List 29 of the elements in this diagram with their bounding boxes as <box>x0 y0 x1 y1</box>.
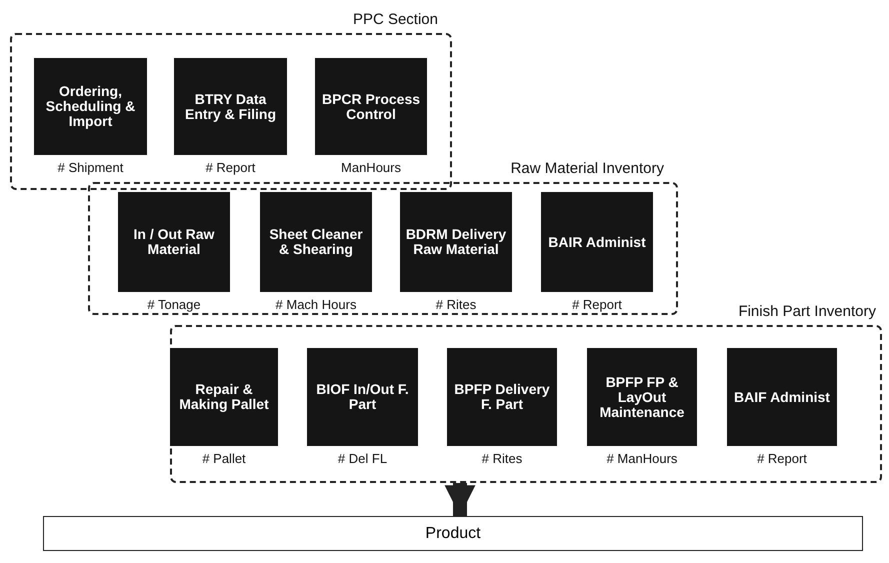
metric-caption: # Tonage <box>146 297 202 312</box>
metric-caption: # Rites <box>480 451 524 466</box>
metric-caption: # ManHours <box>606 451 678 466</box>
process-box: BDRM Delivery Raw Material <box>400 192 512 292</box>
process-box: Repair & Making Pallet <box>170 348 278 446</box>
metric-caption: # Pallet <box>201 451 247 466</box>
metric-caption: # Shipment <box>56 160 124 175</box>
process-box: BIOF In/Out F. Part <box>307 348 418 446</box>
metric-caption: # Report <box>756 451 808 466</box>
process-box: BAIR Administ <box>541 192 653 292</box>
section-title: Finish Part Inventory <box>738 303 876 320</box>
product-box: Product <box>43 516 863 551</box>
process-box: BPCR Process Control <box>315 58 427 155</box>
process-box: BAIF Administ <box>727 348 837 446</box>
process-box: In / Out Raw Material <box>118 192 230 292</box>
arrow <box>444 483 476 516</box>
process-box: BTRY Data Entry & Filing <box>174 58 287 155</box>
metric-caption: # Rites <box>434 297 478 312</box>
process-box: Ordering, Scheduling & Import <box>34 58 147 155</box>
process-box: Sheet Cleaner & Shearing <box>260 192 372 292</box>
process-box: BPFP FP & LayOut Maintenance <box>587 348 697 446</box>
process-box: BPFP Delivery F. Part <box>447 348 557 446</box>
metric-caption: ManHours <box>340 160 402 175</box>
metric-caption: # Del FL <box>336 451 388 466</box>
metric-caption: # Report <box>204 160 256 175</box>
metric-caption: # Report <box>571 297 623 312</box>
section-title: PPC Section <box>352 11 438 28</box>
metric-caption: # Mach Hours <box>274 297 358 312</box>
section-title: Raw Material Inventory <box>510 160 664 177</box>
